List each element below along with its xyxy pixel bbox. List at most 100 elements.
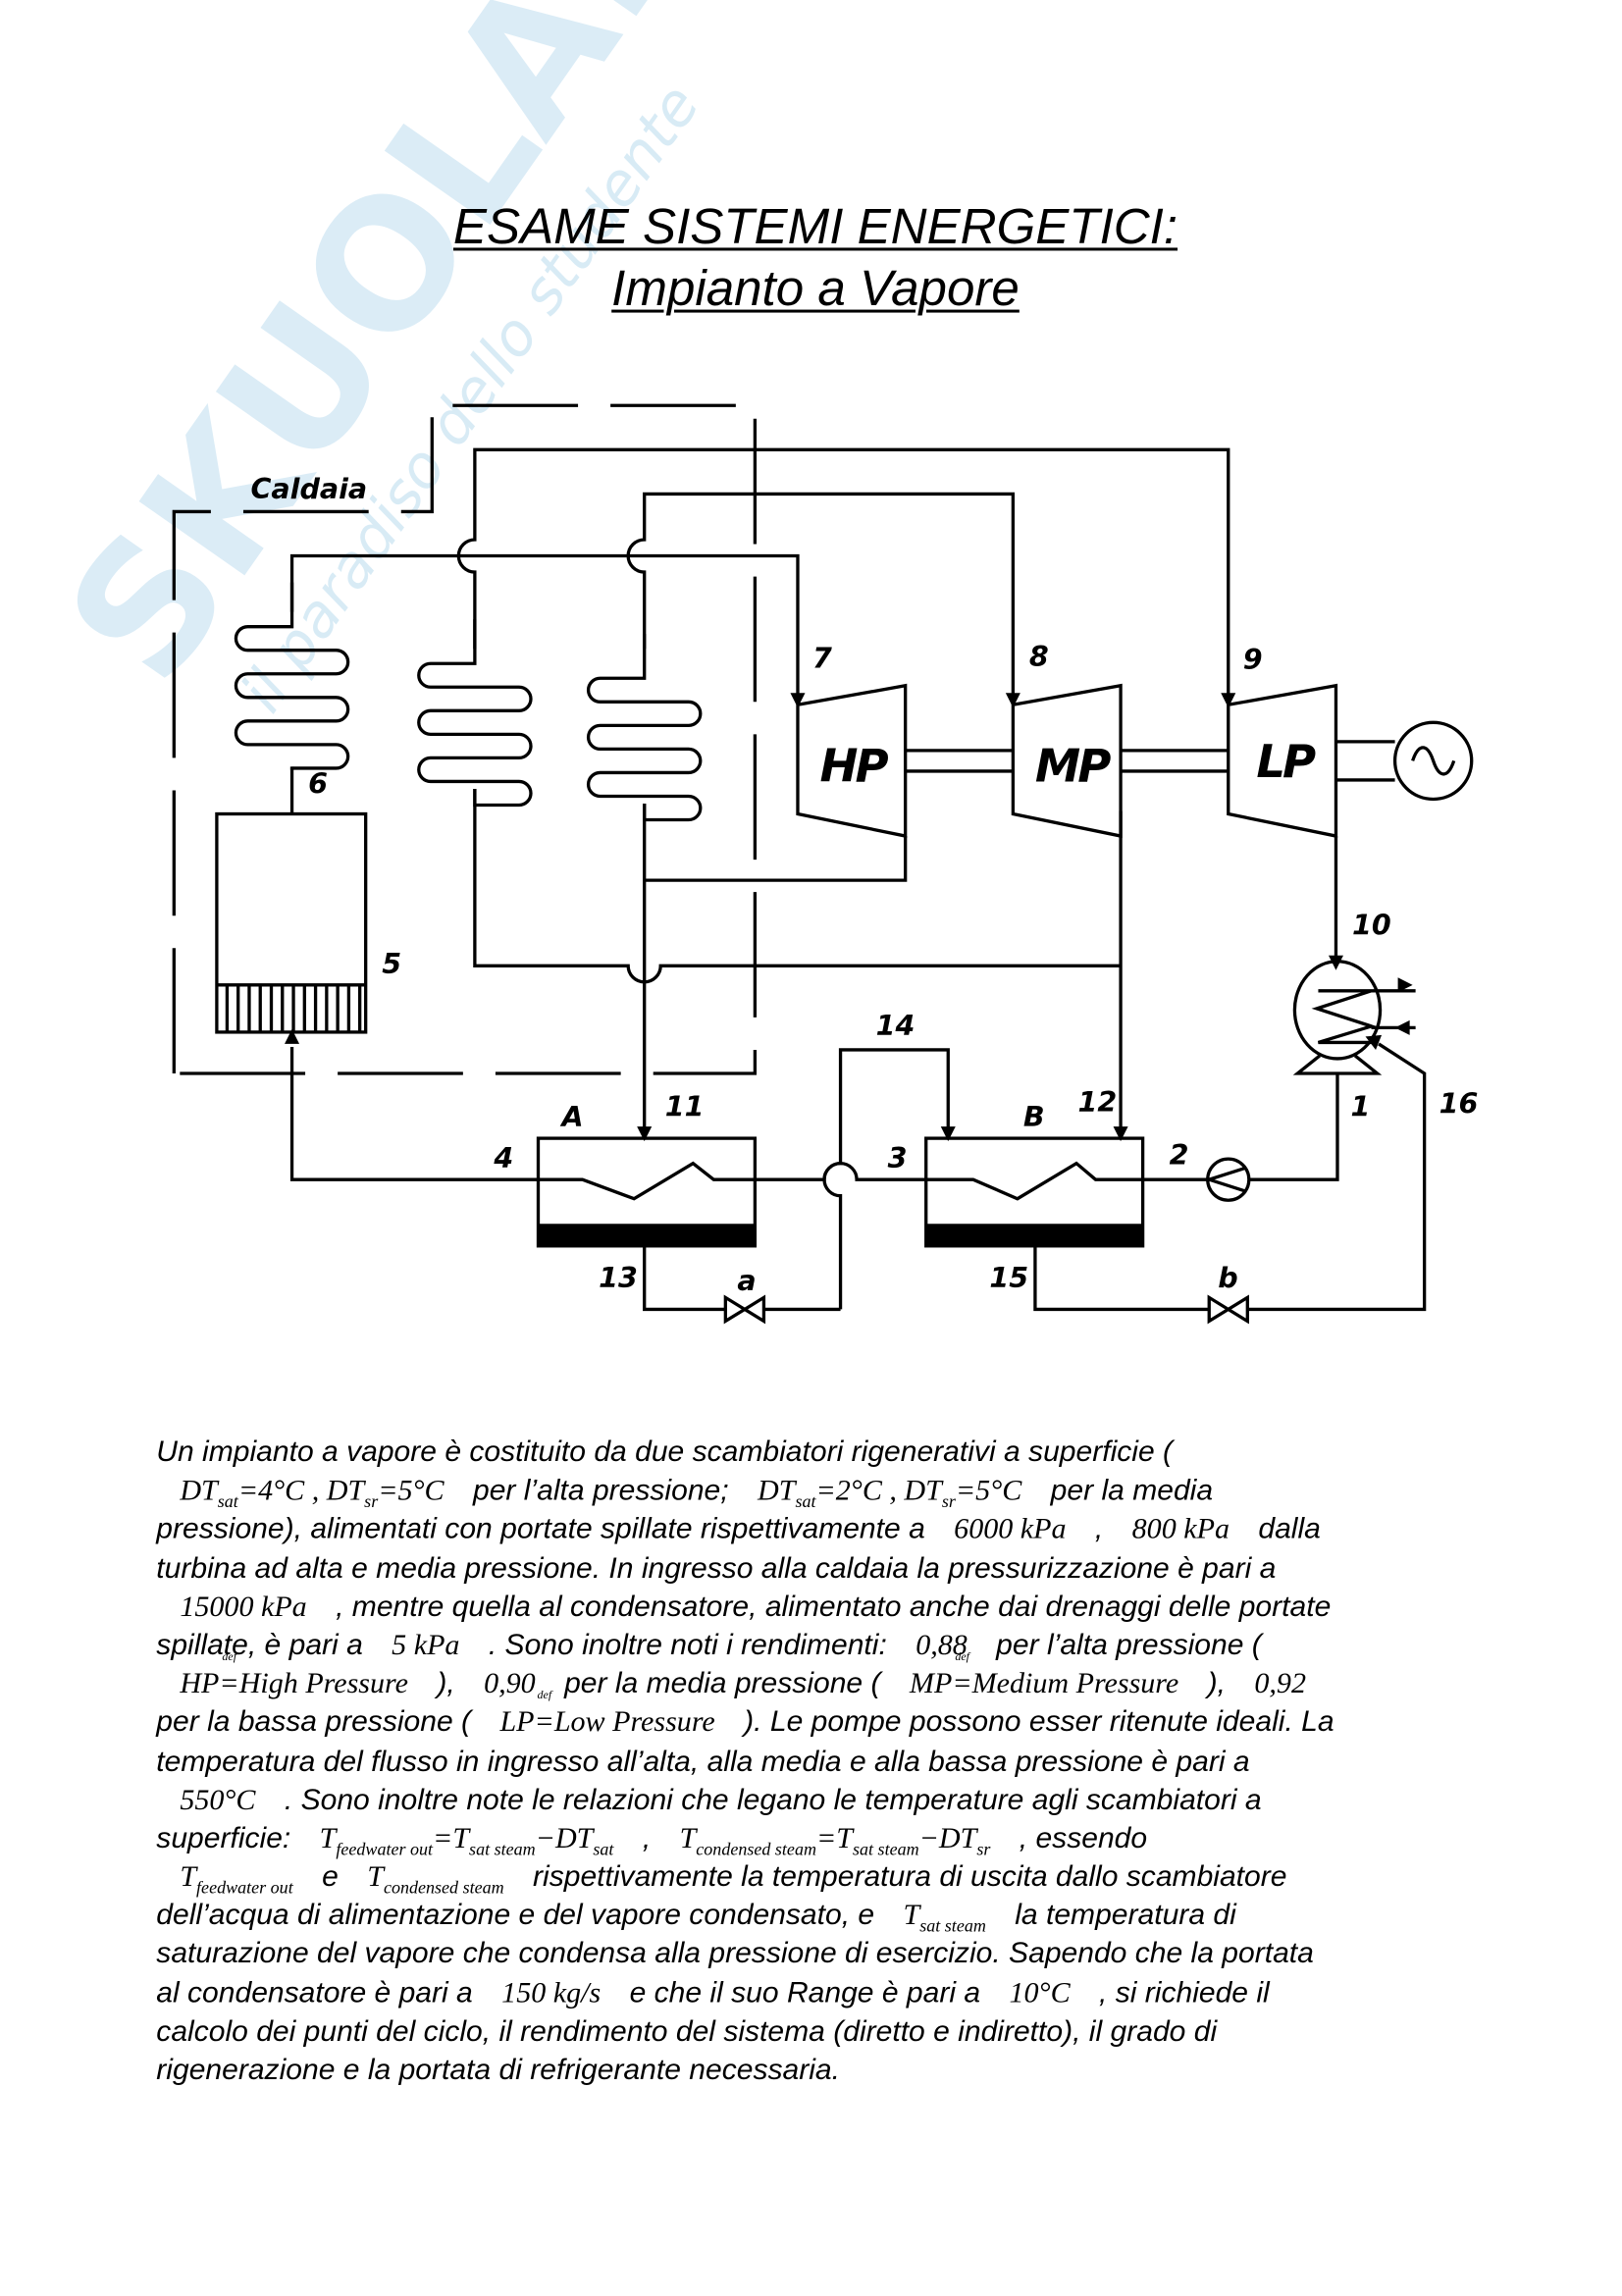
reheat-line-lp bbox=[456, 447, 1230, 697]
subscript: condensed steam bbox=[696, 1838, 816, 1859]
text-run: temperatura del flusso in ingresso all’a… bbox=[156, 1745, 1250, 1778]
valve-a bbox=[723, 1294, 766, 1325]
math-expression: 0,90 bbox=[484, 1667, 536, 1700]
point-7: 7 bbox=[812, 642, 832, 675]
valve-b bbox=[1207, 1294, 1249, 1325]
document-subtitle: Impianto a Vapore bbox=[611, 260, 1020, 318]
point-6: 6 bbox=[308, 766, 328, 800]
point-14: 14 bbox=[876, 1009, 916, 1042]
text-run: spillate, è pari a bbox=[156, 1629, 372, 1662]
point-9: 9 bbox=[1243, 643, 1263, 676]
text-run: dalla bbox=[1250, 1513, 1321, 1546]
paragraph-line: DTsat=4°C , DTsr=5°C per l’alta pression… bbox=[156, 1472, 1513, 1510]
point-5: 5 bbox=[382, 947, 401, 980]
text-run: per la media bbox=[1042, 1475, 1214, 1508]
text-run: pressione), alimentati con portate spill… bbox=[156, 1513, 934, 1546]
subscript: feedwater out bbox=[336, 1838, 434, 1859]
math-expression: Tsat steam bbox=[903, 1899, 986, 1937]
paragraph-line: turbina ad alta e media pressione. In in… bbox=[156, 1549, 1513, 1588]
text-run: Un impianto a vapore è costituito da due… bbox=[156, 1435, 1174, 1469]
text-run: ), bbox=[1199, 1667, 1234, 1700]
pump-symbol bbox=[1203, 1166, 1247, 1193]
paragraph-line: rigenerazione e la portata di refrigeran… bbox=[156, 2051, 1513, 2089]
paragraph-line: Tfeedwater out e Tcondensed steam rispet… bbox=[156, 1858, 1513, 1897]
shaft bbox=[905, 740, 1395, 782]
text-run: per l’alta pressione; bbox=[464, 1475, 737, 1508]
text-run: calcolo dei punti del ciclo, il rendimen… bbox=[156, 2014, 1218, 2049]
subscript: sat steam bbox=[469, 1838, 536, 1859]
heater-a-drain-level bbox=[538, 1224, 756, 1246]
math-expression: 150 kg/s bbox=[501, 1976, 602, 2009]
arrow-12 bbox=[1113, 1126, 1128, 1142]
text-run: la temperatura di bbox=[1006, 1899, 1236, 1932]
text-run: , si richiede il bbox=[1090, 1976, 1270, 2009]
subscript: sat bbox=[217, 1490, 238, 1512]
text-run: al condensatore è pari a bbox=[156, 1976, 482, 2009]
subscript: sat bbox=[795, 1490, 816, 1512]
problem-statement: Un impianto a vapore è costituito da due… bbox=[156, 1434, 1513, 2090]
paragraph-line: temperatura del flusso in ingresso all’a… bbox=[156, 1742, 1513, 1780]
generator bbox=[1392, 720, 1474, 802]
math-expression: 15000 kPa bbox=[180, 1591, 307, 1624]
feedwater-line bbox=[289, 1046, 1143, 1201]
text-run: . Sono inoltre noti i rendimenti: bbox=[480, 1629, 896, 1662]
point-16: 16 bbox=[1439, 1087, 1479, 1121]
paragraph-line: 550°C . Sono inoltre note le relazioni c… bbox=[156, 1781, 1513, 1819]
subscript: sr bbox=[941, 1490, 956, 1512]
point-2: 2 bbox=[1170, 1138, 1189, 1172]
arrowheads bbox=[285, 693, 1413, 1246]
math-expression: 6000 kPa bbox=[954, 1513, 1067, 1546]
defined-as-symbol: def= bbox=[219, 1649, 239, 1700]
hp-label: HP bbox=[820, 739, 889, 792]
condenser-coil bbox=[1311, 989, 1416, 1045]
text-run: , bbox=[634, 1822, 659, 1855]
arrow-4 bbox=[285, 1028, 300, 1044]
mp-turbine bbox=[1011, 683, 1123, 839]
text-run: dell’acqua di alimentazione e del vapore… bbox=[156, 1899, 883, 1932]
subscript: condensed steam bbox=[383, 1877, 504, 1899]
math-expression: 0,88 bbox=[916, 1629, 968, 1662]
text-run: rigenerazione e la portata di refrigeran… bbox=[156, 2054, 840, 2087]
math-expression: Tfeedwater out=Tsat steam−DTsat bbox=[319, 1822, 614, 1859]
arrow-7 bbox=[790, 693, 806, 708]
heater-a-label: A bbox=[560, 1100, 584, 1133]
text-run: rispettivamente la temperatura di uscita… bbox=[524, 1860, 1287, 1894]
math-expression: DTsat=2°C , DTsr=5°C bbox=[758, 1475, 1022, 1512]
heater-b-label: B bbox=[1023, 1100, 1045, 1133]
text-run: per l’alta pressione ( bbox=[987, 1629, 1262, 1662]
generator-sine-icon bbox=[1411, 746, 1456, 776]
point-8: 8 bbox=[1029, 640, 1049, 673]
reheater-coil-lp bbox=[417, 619, 533, 808]
paragraph-line: saturazione del vapore che condensa alla… bbox=[156, 1935, 1513, 1973]
paragraph-line: calcolo dei punti del ciclo, il rendimen… bbox=[156, 2012, 1513, 2051]
defined-as-symbol: def= bbox=[952, 1649, 972, 1700]
point-10: 10 bbox=[1352, 909, 1391, 942]
valve-a-label: a bbox=[737, 1264, 756, 1297]
heater-b-drain-level bbox=[925, 1224, 1143, 1246]
arrow-16 bbox=[1365, 1034, 1383, 1050]
arrow-8 bbox=[1005, 693, 1020, 708]
subscript: sat bbox=[593, 1838, 614, 1859]
point-12: 12 bbox=[1077, 1085, 1117, 1119]
steam-plant-diagram: SKUOLA.net il paradiso dello studente bbox=[28, 0, 1479, 1325]
hp-exhaust-line bbox=[643, 803, 908, 1136]
furnace-grate bbox=[216, 983, 366, 1032]
boiler-enclosure bbox=[172, 403, 758, 1075]
arrow-out bbox=[1397, 977, 1413, 993]
text-run: superficie: bbox=[156, 1822, 299, 1855]
subscript: sr bbox=[976, 1838, 991, 1859]
math-expression: Tfeedwater out bbox=[180, 1860, 293, 1899]
text-run: e che il suo Range è pari a bbox=[621, 1976, 989, 2009]
math-expression: 800 kPa bbox=[1131, 1513, 1230, 1546]
text-run: turbina ad alta e media pressione. In in… bbox=[156, 1551, 1277, 1585]
math-expression: Tcondensed steam=Tsat steam−DTsr bbox=[679, 1822, 991, 1859]
mp-exhaust-line bbox=[473, 788, 1122, 984]
defined-as-symbol: def= bbox=[534, 1689, 554, 1740]
text-run: . Sono inoltre note le relazioni che leg… bbox=[276, 1783, 1262, 1816]
boiler-label: Caldaia bbox=[250, 472, 367, 505]
